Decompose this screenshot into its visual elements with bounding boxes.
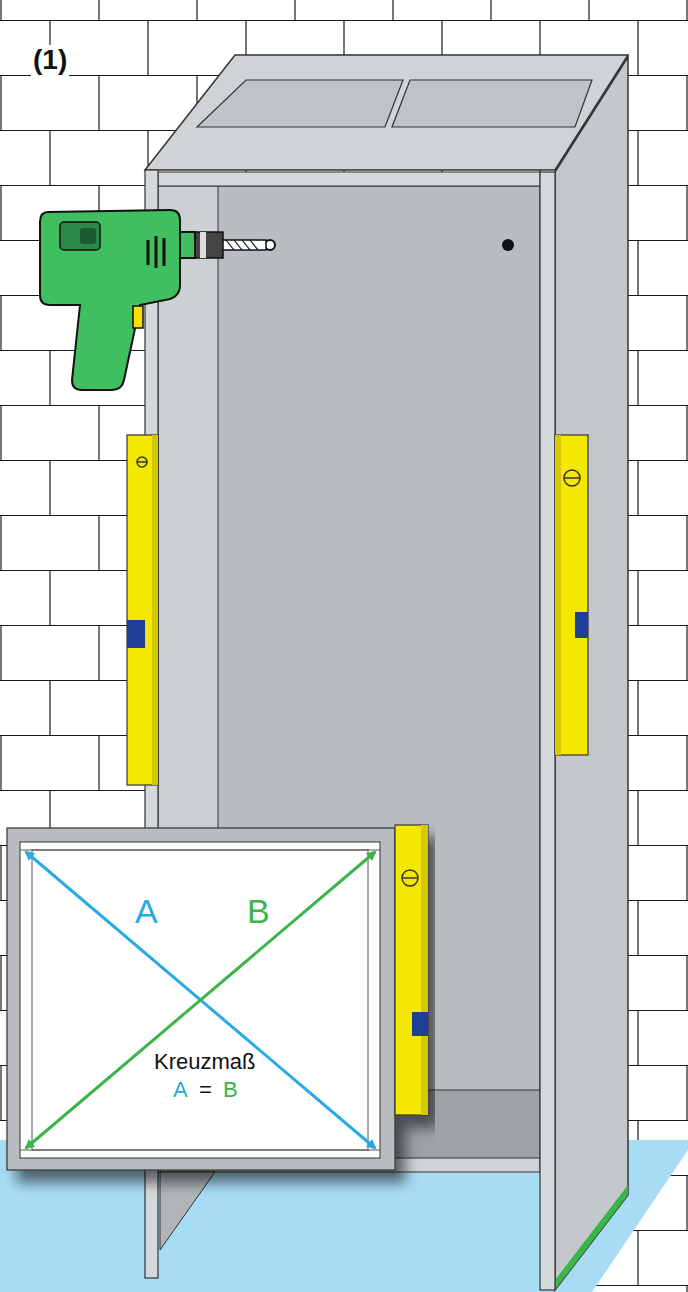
equation-part: = [197, 1078, 214, 1102]
spirit-level [127, 435, 158, 785]
equation-part: A [171, 1078, 190, 1102]
figure-number: (1) [31, 45, 69, 76]
spirit-level [555, 435, 588, 755]
caption-note: Kreuzmaß [152, 1050, 257, 1074]
drill [40, 210, 266, 390]
spirit-level [395, 825, 428, 1115]
diagonal-label: A [133, 893, 160, 930]
diagonal-label: B [245, 893, 272, 930]
equation-part: B [221, 1078, 240, 1102]
